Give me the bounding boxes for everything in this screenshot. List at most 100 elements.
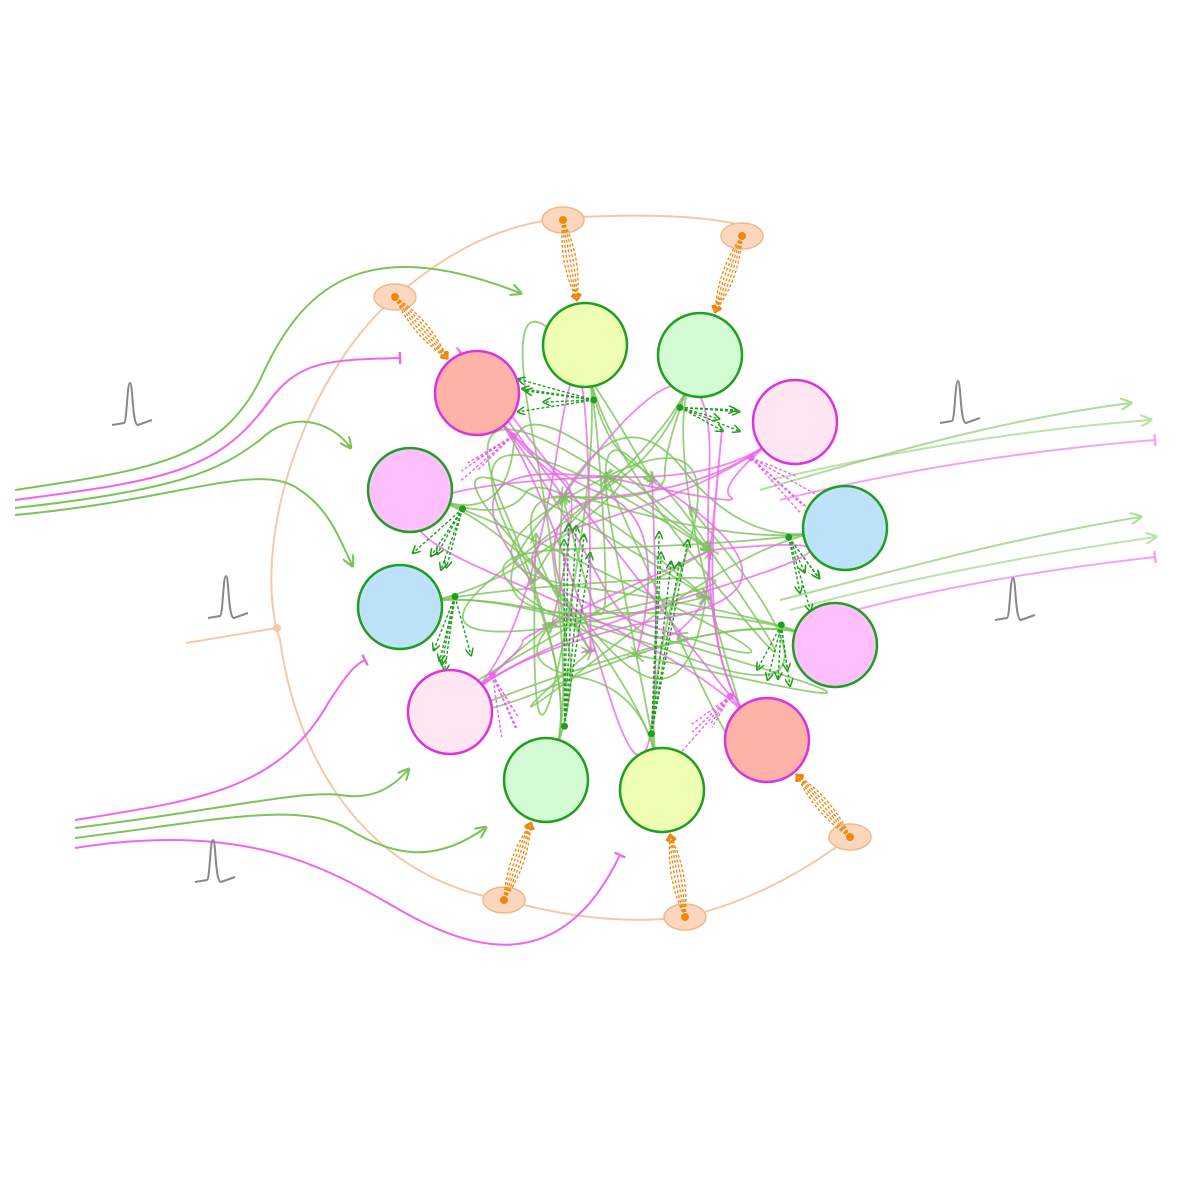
neuron-icon [791,601,879,689]
synaptic-spillover [454,596,471,655]
recurrent-connection [553,438,775,655]
presynaptic-terminal [509,432,517,440]
spike-icon [111,381,153,427]
input-axon [74,838,626,946]
synaptic-spillover [679,406,739,431]
recurrent-connection [502,531,819,655]
presynaptic-terminal [451,593,459,600]
recurrent-connection [603,438,775,501]
recurrent-connection [469,544,714,696]
synaptic-spillover [441,508,464,569]
recurrent-connection [426,598,829,694]
modulatory-projection [503,823,531,901]
modulatory-projection [797,775,851,838]
presynaptic-terminal [726,692,734,700]
output-axon [779,517,1140,601]
synaptic-spillover [477,435,514,471]
neuron-icon [433,349,521,437]
modulatory-projection [670,835,686,918]
synaptic-spillover [491,674,520,719]
modulatory-projection [394,296,447,358]
synaptic-spillover [437,508,464,554]
synaptic-spillover [679,408,735,410]
modulatory-projection [715,235,743,312]
synaptic-spillover [650,563,680,734]
input-axon [14,351,402,501]
recurrent-connection [434,498,706,680]
presynaptic-terminal [747,454,755,462]
synaptic-spillover [467,435,514,464]
synaptic-spillover [650,562,672,734]
recurrent-connection [493,413,573,627]
modulatory-projection [394,296,447,358]
synaptic-spillover [491,675,503,738]
synaptic-spillover [460,435,514,472]
modulatory-projection [715,235,743,312]
neuron-icon [502,736,590,824]
synaptic-spillover [750,457,801,513]
modulatory-input-junction [273,624,281,632]
neuron-icon [366,446,454,534]
recurrent-connection [530,495,819,651]
synaptic-spillover [788,537,800,592]
spike-icon [194,838,236,884]
modulatory-cells [373,206,872,931]
output-axon [789,537,1155,611]
synaptic-spillover [691,695,731,733]
synaptic-spillover [750,457,796,477]
modulatory-projection [562,219,577,300]
neuron-group [356,301,889,834]
presynaptic-terminal [676,404,684,411]
spike-icon [207,574,249,620]
synaptic-spillover [778,624,781,678]
recurrent-connection [604,449,658,764]
modulatory-projection [562,219,578,300]
presynaptic-terminal [489,671,496,679]
synaptic-spillover [788,536,819,578]
modulatory-projection [797,775,851,838]
synaptic-spillover [768,624,782,679]
neuron-icon [541,301,629,389]
recurrent-connection [529,531,819,708]
synapse-clusters [413,379,819,753]
recurrent-connection [606,457,699,764]
input-axon [14,266,520,491]
modulatory-input-line [185,627,278,644]
synaptic-spillover [563,525,569,727]
recurrent-connection [469,475,744,696]
modulatory-projection [670,835,686,918]
internal-connections [413,320,829,771]
synaptic-spillover [788,537,811,610]
synaptic-spillover [780,624,790,685]
neuron-icon [356,563,444,651]
modulatory-projection [797,775,851,838]
presynaptic-terminal [590,396,598,404]
synaptic-spillover [650,541,688,734]
synaptic-spillover [519,379,594,401]
synaptic-spillover [709,695,731,725]
synaptic-spillover [564,541,565,727]
synaptic-spillover [680,695,731,753]
recurrent-connection [536,624,658,764]
synaptic-spillover [691,695,731,725]
recurrent-connection [413,471,751,720]
presynaptic-terminal [777,621,785,629]
modulatory-projection [797,775,851,838]
synaptic-spillover [679,406,722,431]
spike-icon [994,576,1036,622]
presynaptic-terminal [785,533,793,541]
neuron-icon [801,484,889,572]
recurrent-connection [510,477,810,637]
modulatory-projection [797,775,851,838]
presynaptic-terminal [561,722,568,730]
synaptic-spillover [563,527,577,727]
spike-icon [939,379,981,425]
recurrent-connection [557,383,751,720]
recurrent-connection [490,454,710,755]
spike-icons [111,379,1036,884]
presynaptic-terminal [459,505,466,513]
synaptic-spillover [523,389,594,401]
synaptic-spillover [413,508,463,553]
synaptic-spillover [750,457,818,496]
presynaptic-terminal [648,730,655,738]
